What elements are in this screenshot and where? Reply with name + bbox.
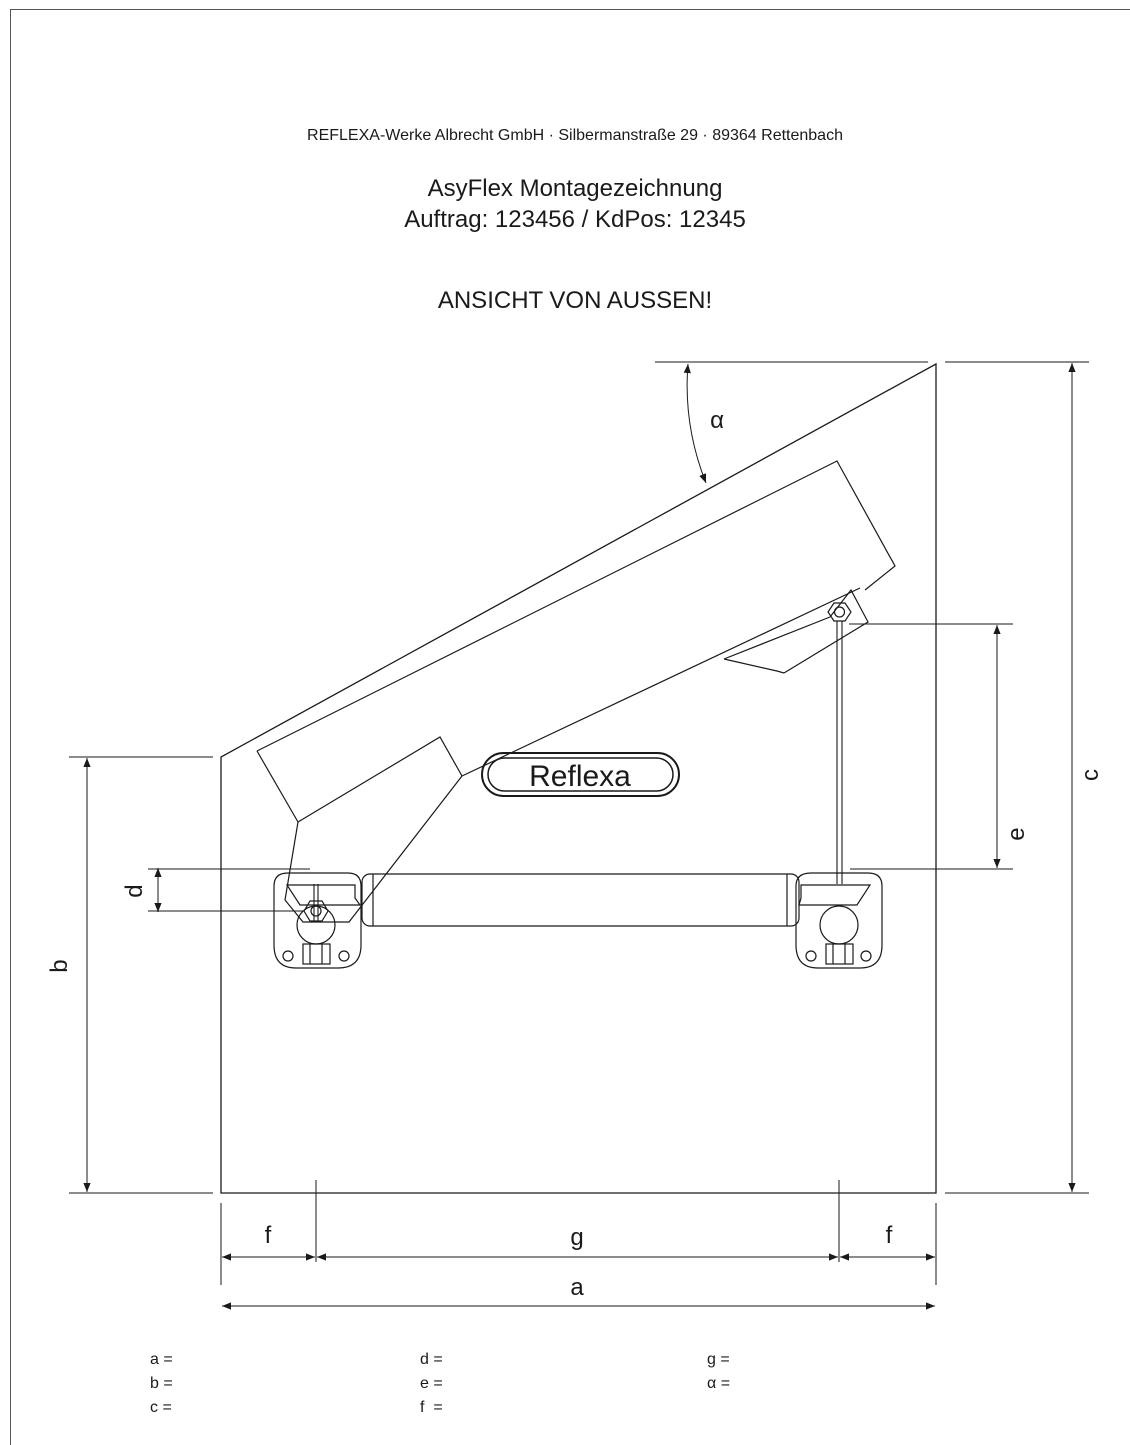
- logo-text: Reflexa: [529, 760, 631, 793]
- dimension-label-alpha: α: [710, 407, 724, 434]
- view-note: ANSICHT VON AUSSEN!: [437, 287, 713, 314]
- legend-entry-e: e =: [420, 1375, 443, 1392]
- dimension-label-f-right: f: [886, 1222, 893, 1249]
- order-reference: Auftrag: 123456 / KdPos: 12345: [404, 206, 746, 233]
- connecting-rods: [313, 621, 843, 921]
- dimension-label-c: c: [1077, 769, 1104, 781]
- legend-entry-f: f =: [420, 1399, 443, 1416]
- extension-lines: [69, 361, 1089, 1285]
- drawing-title: AsyFlex Montagezeichnung: [427, 175, 723, 202]
- upper-right-bracket: [723, 588, 869, 674]
- legend-entry-alpha: α =: [707, 1375, 731, 1392]
- lower-left-pivot-nut: [303, 900, 329, 922]
- dimension-label-f-left: f: [265, 1222, 272, 1249]
- page-frame-left-border: [10, 9, 11, 1445]
- legend-entry-b: b =: [150, 1375, 173, 1392]
- legend-entry-a: a =: [150, 1351, 173, 1368]
- left-drive-unit: [273, 872, 362, 969]
- legend-column-3: g = α =: [707, 1348, 730, 1396]
- frame-outline: [220, 362, 937, 1194]
- company-address-line: REFLEXA-Werke Albrecht GmbH · Silbermans…: [307, 127, 843, 144]
- dimension-label-d: d: [121, 884, 148, 897]
- dimension-label-b: b: [46, 959, 73, 972]
- legend-column-2: d = e = f =: [420, 1348, 443, 1420]
- dimension-label-g: g: [570, 1224, 583, 1251]
- right-drive-unit: [795, 872, 883, 969]
- dimension-labels: α c e b d f g f a: [46, 407, 1104, 1301]
- legend-entry-g: g =: [707, 1351, 730, 1368]
- dimension-label-a: a: [570, 1274, 584, 1301]
- lower-left-bracket: [284, 775, 463, 923]
- legend-column-1: a = b = c =: [150, 1348, 173, 1420]
- legend-entry-d: d =: [420, 1351, 443, 1368]
- dimension-lines: [83, 363, 1076, 1310]
- legend-entry-c: c =: [150, 1399, 172, 1416]
- drive-tube: [361, 873, 800, 927]
- upper-right-pivot-nut: [827, 602, 852, 622]
- dimension-label-e: e: [1003, 827, 1030, 840]
- page-frame-top-border: [10, 9, 1130, 10]
- window-sash: [256, 460, 896, 823]
- reflexa-logo: Reflexa: [481, 752, 680, 797]
- drawing-title-block: AsyFlex Montagezeichnung Auftrag: 123456…: [0, 173, 1130, 235]
